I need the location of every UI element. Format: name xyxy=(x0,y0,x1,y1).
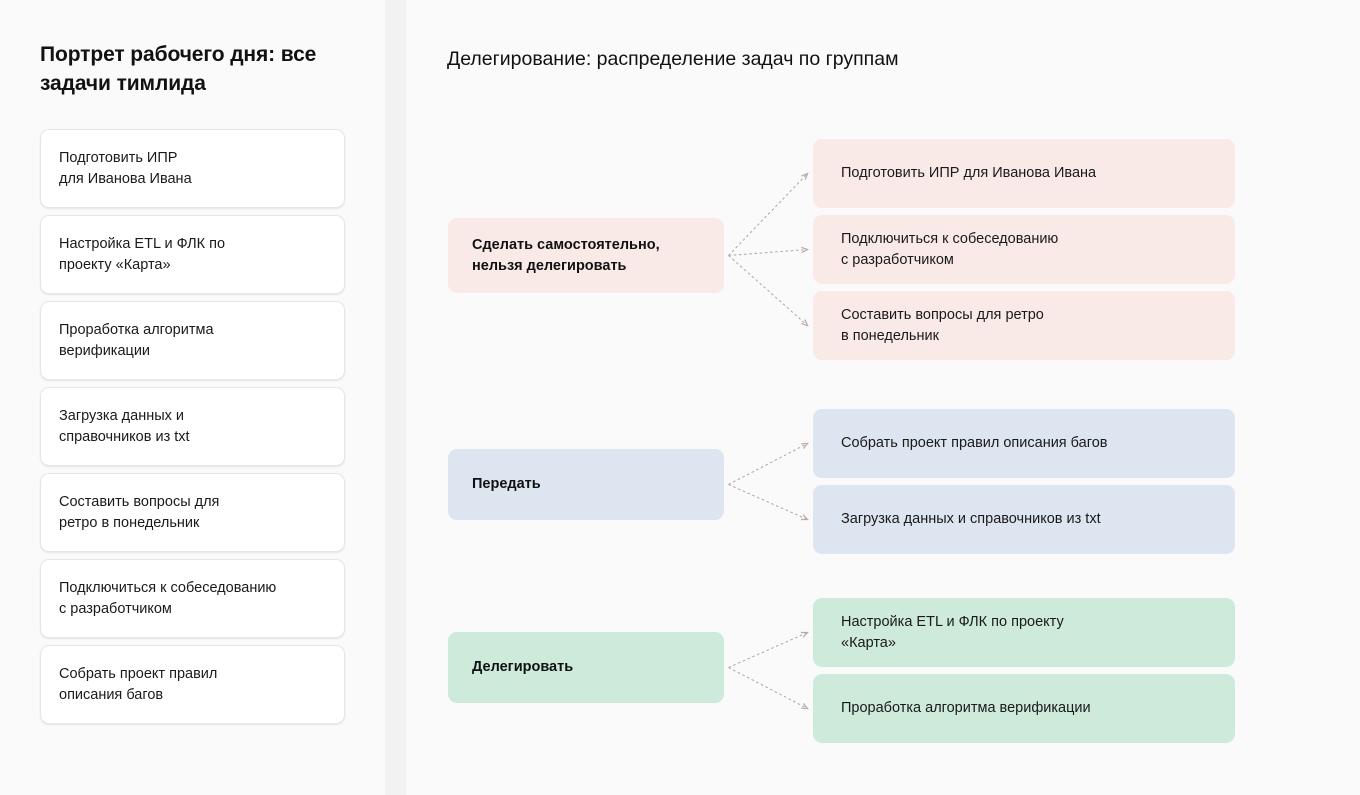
group-item-card[interactable]: Загрузка данных и справочников из txt xyxy=(813,485,1235,554)
group-label[interactable]: Делегировать xyxy=(448,632,724,703)
group-items: Настройка ETL и ФЛК по проекту «Карта» Пр… xyxy=(813,598,1235,743)
right-panel: Делегирование: распределение задач по гр… xyxy=(406,0,1360,795)
group-item-label: Загрузка данных и справочников из txt xyxy=(841,511,1101,527)
task-card-label: Собрать проект правил описания багов xyxy=(59,665,218,703)
task-card-label: Загрузка данных и справочников из txt xyxy=(59,407,190,445)
group-label[interactable]: Сделать самостоятельно, нельзя делегиров… xyxy=(448,218,724,293)
group-item-card[interactable]: Проработка алгоритма верификации xyxy=(813,674,1235,743)
group-label-text: Сделать самостоятельно, нельзя делегиров… xyxy=(472,236,660,274)
group-label-text: Делегировать xyxy=(472,659,574,675)
group-item-label: Подготовить ИПР для Иванова Ивана xyxy=(841,165,1097,181)
task-card-label: Проработка алгоритма верификации xyxy=(59,321,214,359)
group-item-label: Проработка алгоритма верификации xyxy=(841,700,1091,716)
task-card[interactable]: Подготовить ИПР для Иванова Ивана xyxy=(40,129,345,208)
task-card-label: Подключиться к собеседованию с разработч… xyxy=(59,579,277,617)
group-item-card[interactable]: Настройка ETL и ФЛК по проекту «Карта» xyxy=(813,598,1235,667)
task-card[interactable]: Составить вопросы для ретро в понедельни… xyxy=(40,473,345,552)
group-item-label: Собрать проект правил описания багов xyxy=(841,435,1108,451)
task-card-label: Составить вопросы для ретро в понедельни… xyxy=(59,493,220,531)
task-card[interactable]: Загрузка данных и справочников из txt xyxy=(40,387,345,466)
group-item-card[interactable]: Составить вопросы для ретро в понедельни… xyxy=(813,291,1235,360)
task-card[interactable]: Проработка алгоритма верификации xyxy=(40,301,345,380)
group-label-text: Передать xyxy=(472,476,541,492)
task-card[interactable]: Настройка ETL и ФЛК по проекту «Карта» xyxy=(40,215,345,294)
group-item-card[interactable]: Подключиться к собеседованию с разработч… xyxy=(813,215,1235,284)
task-card[interactable]: Подключиться к собеседованию с разработч… xyxy=(40,559,345,638)
task-card-label: Настройка ETL и ФЛК по проекту «Карта» xyxy=(59,235,226,273)
right-panel-title: Делегирование: распределение задач по гр… xyxy=(447,48,899,70)
left-panel: Портрет рабочего дня: все задачи тимлида… xyxy=(0,0,385,795)
task-card-label: Подготовить ИПР для Иванова Ивана xyxy=(59,149,192,187)
group-item-label: Подключиться к собеседованию с разработч… xyxy=(841,230,1059,268)
task-card[interactable]: Собрать проект правил описания багов xyxy=(40,645,345,724)
group-item-card[interactable]: Собрать проект правил описания багов xyxy=(813,409,1235,478)
group-item-card[interactable]: Подготовить ИПР для Иванова Ивана xyxy=(813,139,1235,208)
left-panel-title: Портрет рабочего дня: все задачи тимлида xyxy=(40,43,317,95)
panel-divider xyxy=(385,0,406,795)
group-item-label: Настройка ETL и ФЛК по проекту «Карта» xyxy=(841,613,1064,651)
group-item-label: Составить вопросы для ретро в понедельни… xyxy=(841,306,1044,344)
group-label[interactable]: Передать xyxy=(448,449,724,520)
group-list: Сделать самостоятельно, нельзя делегиров… xyxy=(406,0,1360,795)
